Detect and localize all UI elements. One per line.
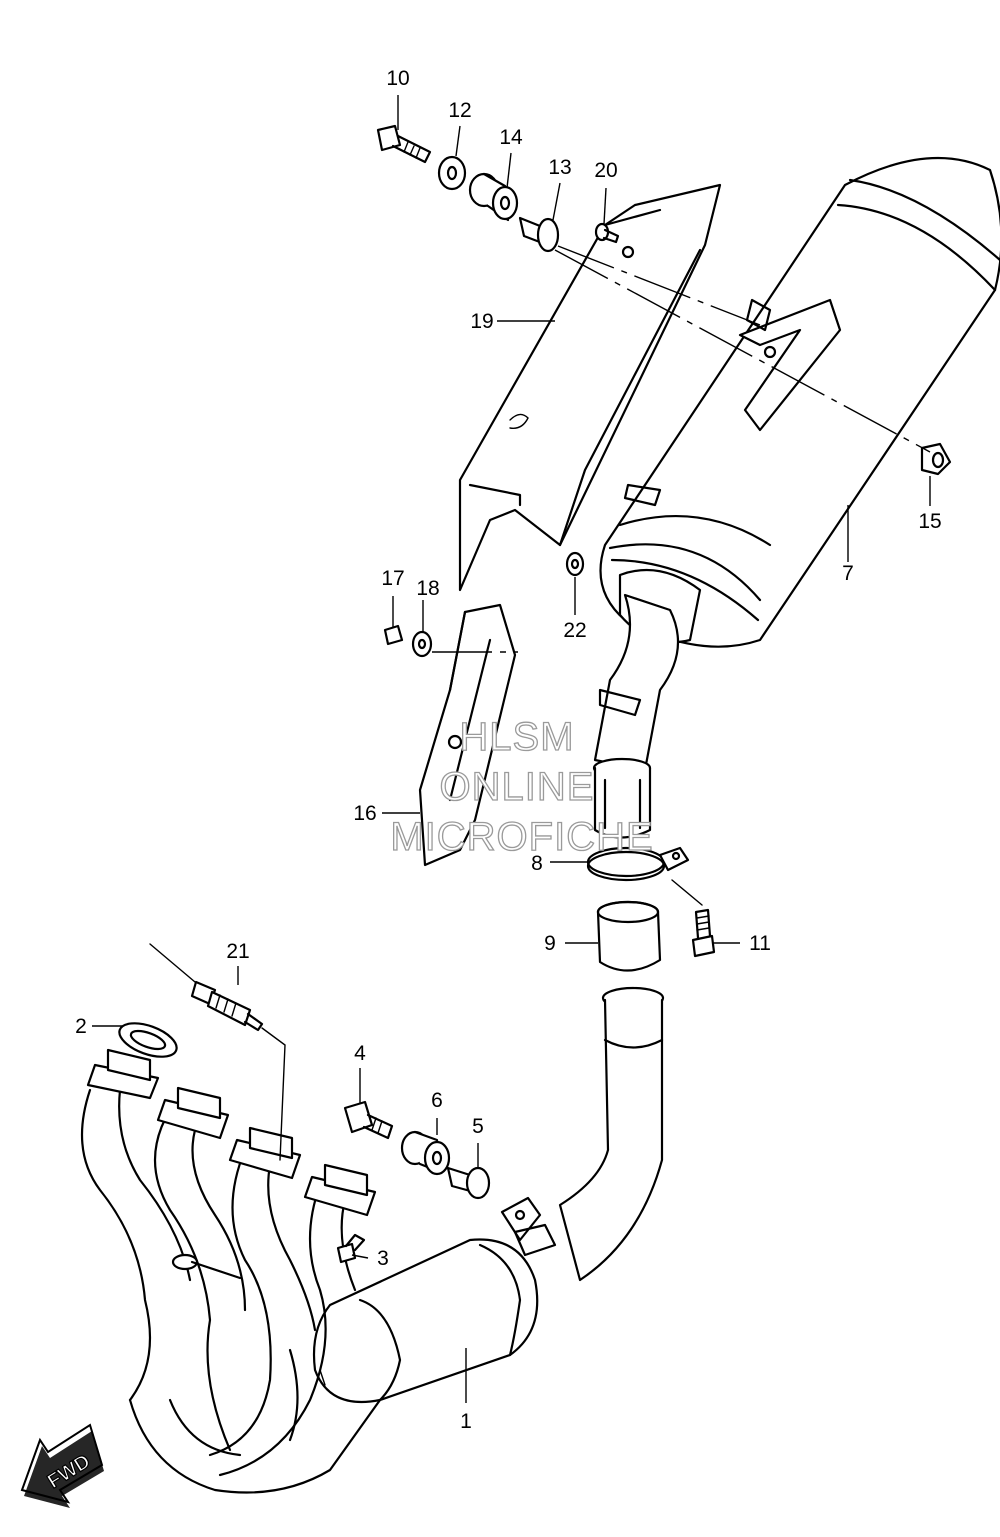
grommet-part-6 (400, 1130, 451, 1176)
callout-13: 13 (548, 156, 571, 179)
nut-part-15 (920, 442, 952, 476)
callout-3: 3 (377, 1247, 389, 1270)
bolt-part-4 (343, 1100, 394, 1140)
leader-lines (92, 95, 931, 1403)
callout-4: 4 (354, 1042, 366, 1065)
callout-20: 20 (594, 159, 617, 182)
bolt-part-17 (383, 624, 404, 646)
clamp-part-8 (586, 846, 690, 882)
callout-15: 15 (918, 510, 941, 533)
callout-16: 16 (353, 802, 376, 825)
bolt-part-3 (336, 1233, 366, 1264)
grommet-part-14 (468, 172, 519, 222)
screw-part-20 (594, 222, 620, 244)
watermark-line-3: MICROFICHE (390, 815, 653, 859)
header-pipe-part-1 (80, 986, 665, 1494)
alignment-line-sensor (261, 1027, 286, 1161)
callout-14: 14 (499, 126, 523, 149)
grommet-part-22 (565, 551, 585, 577)
callout-22: 22 (563, 619, 586, 642)
gasket-part-2 (118, 1022, 178, 1058)
callout-7: 7 (842, 562, 854, 585)
forward-direction-arrow: FWD (20, 1423, 104, 1508)
collar-part-13 (518, 216, 560, 253)
washer-part-12 (437, 155, 467, 191)
muffler-inlet-pipe (592, 593, 680, 839)
grommet-part-18 (411, 630, 433, 658)
callout-18: 18 (416, 577, 439, 600)
oxygen-sensor-part-21 (149, 943, 264, 1032)
muffler-part-7 (599, 156, 1000, 648)
callout-2: 2 (75, 1015, 87, 1038)
alignment-line-bolt-11 (671, 879, 703, 906)
callout-1: 1 (460, 1410, 472, 1433)
callout-12: 12 (448, 99, 471, 122)
callout-9: 9 (544, 932, 556, 955)
callout-6: 6 (431, 1089, 443, 1112)
gasket-part-9 (596, 900, 662, 972)
callout-8: 8 (531, 852, 543, 875)
bolt-part-10 (376, 124, 432, 164)
callout-5: 5 (472, 1115, 484, 1138)
callout-17: 17 (381, 567, 404, 590)
callout-19: 19 (470, 310, 493, 333)
heat-shield-part-19 (458, 183, 722, 592)
watermark-line-1: HLSM (459, 715, 574, 759)
callout-11: 11 (749, 932, 771, 955)
alignment-line-lower (554, 249, 931, 453)
collar-part-5 (446, 1166, 491, 1200)
watermark: HLSM ONLINE MICROFICHE (390, 714, 654, 859)
heat-shield-part-16 (418, 603, 517, 867)
alignment-line-upper (557, 245, 761, 326)
watermark-line-2: ONLINE (440, 765, 595, 809)
callout-10: 10 (386, 67, 409, 90)
callout-21: 21 (226, 940, 249, 963)
bolt-part-11 (691, 908, 716, 958)
